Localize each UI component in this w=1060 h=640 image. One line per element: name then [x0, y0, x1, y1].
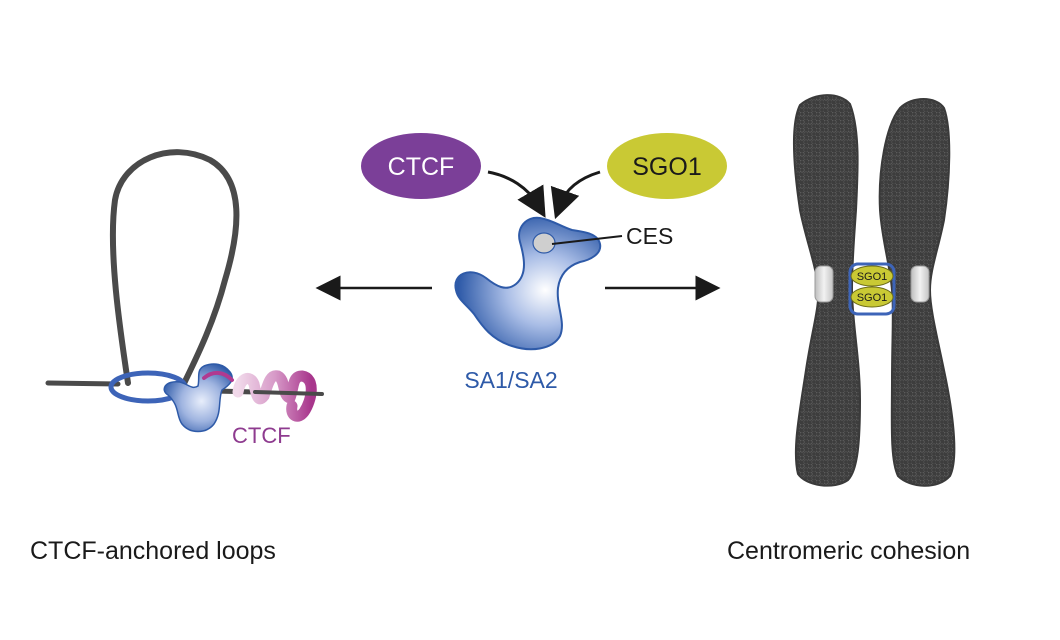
- ctcf-arrow: [487, 170, 546, 218]
- sa-protein-small: [163, 363, 233, 433]
- sgo1-badge-bottom-label: SGO1: [857, 292, 888, 304]
- chromatin-loop: [109, 149, 240, 395]
- sgo1-pill-label: SGO1: [632, 153, 701, 181]
- ctcf-pill: [361, 133, 481, 199]
- ces-pointer: [551, 235, 623, 245]
- sa-protein: [454, 216, 602, 351]
- ctcf-pill-label: CTCF: [388, 153, 455, 181]
- sgo1-badge-top-label: SGO1: [857, 271, 888, 283]
- centromeric-cohesin: [848, 262, 896, 316]
- ctcf-contact: [202, 371, 234, 382]
- ces-label: CES: [626, 223, 673, 249]
- kinetochore-right: [910, 265, 930, 303]
- sgo1-arrow: [550, 170, 601, 220]
- center-illustration: CTCF SGO1 CES SA1/SA2: [315, 133, 727, 393]
- sgo1-pill: [607, 133, 727, 199]
- sgo1-badge-bottom: [850, 286, 894, 308]
- dna-fiber-right: [253, 390, 324, 396]
- ces-pocket: [532, 232, 556, 254]
- ctcf-zinc-fingers: [232, 370, 317, 422]
- kinetochore-left: [814, 265, 834, 303]
- ctcf-label-left: CTCF: [232, 423, 291, 448]
- chromosome-illustration: SGO1 SGO1: [792, 94, 956, 487]
- right-caption: Centromeric cohesion: [727, 537, 971, 565]
- sgo1-badge-top: [850, 265, 894, 287]
- sa-label: SA1/SA2: [464, 367, 557, 393]
- left-caption: CTCF-anchored loops: [30, 537, 276, 565]
- ctcf-loop-illustration: CTCF: [45, 149, 324, 448]
